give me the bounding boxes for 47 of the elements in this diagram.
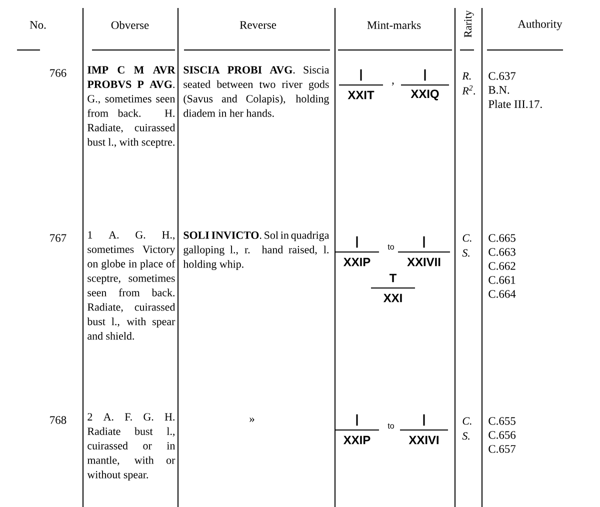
mint-mark: |	[360, 69, 362, 81]
row-number: 768	[50, 416, 66, 424]
column-heading: Reverse	[240, 21, 276, 29]
column-heading: Authority	[518, 20, 562, 30]
column-heading: Mint-marks	[367, 20, 421, 30]
row-number: 767	[50, 234, 66, 242]
authority-reference: C.663	[488, 248, 516, 256]
mint-mark: |	[356, 236, 358, 248]
authority-reference: B.N.	[488, 86, 510, 94]
authority-reference: C.655	[488, 417, 516, 425]
rarity-mark: S.	[462, 432, 470, 440]
authority-reference: Plate III.17.	[488, 100, 542, 108]
authority-reference: C.665	[488, 234, 516, 242]
mint-mark: |	[356, 414, 358, 426]
mint-mark: XXIP	[344, 258, 370, 266]
mint-mark: XXIQ	[410, 90, 439, 100]
mint-mark: |	[423, 414, 425, 426]
rarity-mark: S.	[462, 249, 470, 257]
mint-mark: |	[424, 69, 426, 81]
reverse-description: SISCIA PROBI AVG. Siscia seated between two river gods (Savus and Colapis), holding diadem in her hands.	[184, 66, 330, 117]
column-heading: Rarity	[464, 10, 474, 38]
authority-reference: C.661	[488, 276, 516, 284]
rarity-mark: R.	[462, 72, 471, 80]
rarity-mark: R$^{2}$.	[462, 85, 475, 95]
mint-mark: XXIVI	[408, 436, 438, 444]
mint-mark: T	[390, 274, 397, 282]
obverse-description: IMP C M AVR PROBVS P AVG. G., sometimes seen from back. H. Radiate, cuirassed bust l., with sceptre.	[87, 66, 176, 148]
authority-reference: C.664	[488, 290, 516, 298]
authority-reference: C.637	[488, 72, 516, 80]
row-number: 766	[50, 69, 66, 77]
rarity-mark: C.	[462, 234, 472, 242]
ditto-mark: »	[250, 418, 254, 422]
authority-reference: C.656	[488, 431, 516, 439]
mint-mark: XXIVII	[407, 258, 440, 266]
mint-mark: |	[423, 236, 425, 248]
mint-mark: XXIT	[348, 90, 374, 100]
mint-mark: XXI	[383, 294, 402, 302]
comma: ,	[392, 82, 394, 86]
obverse-description: 1 A. G. H., sometimes Victory on globe in place of sceptre, sometimes seen from back. Radiate, cuirassed bust l., with spear and shield.	[87, 231, 176, 340]
authority-reference: C.657	[488, 445, 516, 453]
reverse-description: SOLI INVICTO. Sol in quadriga galloping l., r. hand raised, l. holding whip.	[183, 231, 330, 270]
column-heading: Obverse	[111, 20, 149, 30]
mint-mark: XXIP	[344, 436, 370, 444]
authority-reference: C.662	[488, 262, 516, 270]
rarity-mark: C.	[462, 417, 472, 425]
column-heading: No.	[30, 21, 46, 29]
obverse-description: 2 A. F. G. H. Radiate bust l., cuirassed or in mantle, with or without spear.	[87, 413, 176, 481]
